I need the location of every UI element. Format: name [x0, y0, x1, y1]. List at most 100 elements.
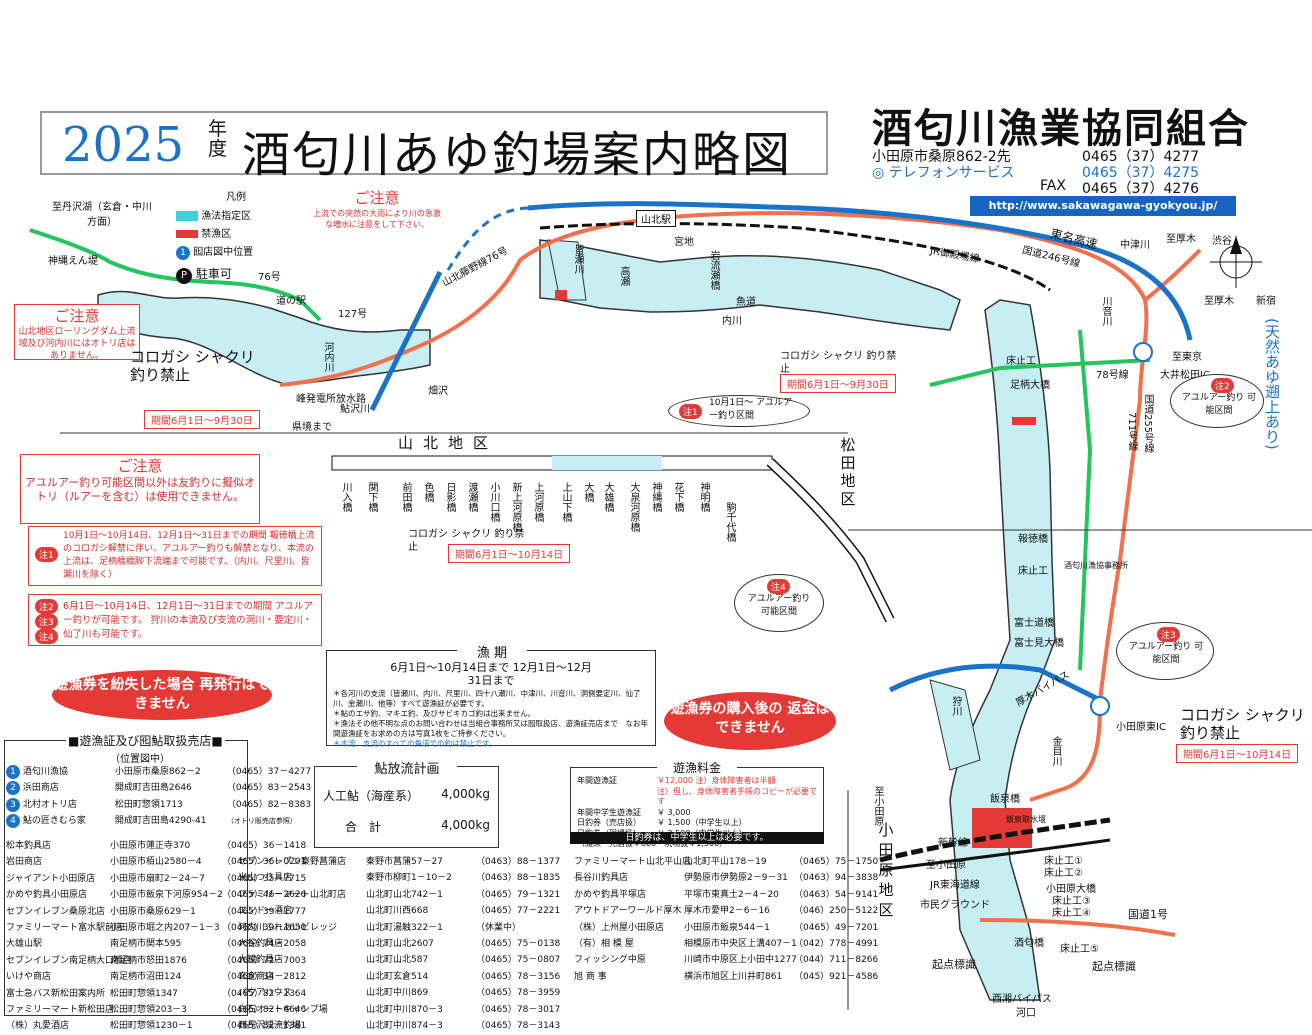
- label-atsugi: 至厚木: [1166, 234, 1196, 245]
- shops-main-list: 1 酒匂川漁協小田原市桑原862－2（0465）37－4277 2 浜田商店開成…: [6, 764, 311, 830]
- shop-tel: （0465）78－3959: [476, 988, 561, 999]
- shop-address: 小田原市飯泉544－1: [684, 922, 770, 933]
- label-jr-tokaido: JR東海道線: [930, 880, 980, 891]
- label-toko3: 床止工③: [1052, 896, 1091, 907]
- shop-row: （有）相 模 屋相模原市中央区上溝407－1（042）778－4991: [574, 936, 890, 952]
- org-url-link[interactable]: http://www.sakawagawa-gyokyou.jp/: [970, 196, 1236, 216]
- shop-tel: （0465）39－1650: [222, 923, 307, 934]
- page-title: 酒匂川あゆ釣場案内略図: [242, 127, 793, 183]
- shop-row: 長谷川釣具店伊勢原市伊勢原2－9－31（0463）94－3838: [574, 870, 890, 886]
- shop-tel: （0465）79－1321: [476, 889, 561, 900]
- shinkansen-rail: [879, 817, 1111, 863]
- shop-row: セブンイレブン南足柄大口橋店南足柄市怒田1876（0465）72－7003: [6, 953, 322, 969]
- shop-tel: （0465）34－2812: [222, 972, 307, 983]
- shop-row: ファミリーマート富水駅前店小田原市堀之内207－1－3（0465）39－1650: [6, 920, 322, 936]
- bridge-label: 大雄橋: [602, 482, 613, 512]
- shop-address: 相模原市中央区上溝407－1: [684, 939, 797, 950]
- shop-address: 山北町中川870－3: [366, 1004, 443, 1015]
- label-fujimi-bridge: 富士見大橋: [1014, 638, 1064, 649]
- green-route-3: [929, 358, 1151, 387]
- label-kariwa: 狩川: [950, 696, 961, 716]
- shop-name: 大雄山駅: [6, 939, 43, 950]
- shop-address: 山北町平山178－19: [684, 857, 767, 867]
- label-odawara-ohashi: 小田原大橋: [1046, 884, 1096, 895]
- shop-tel: （0465）82－6646: [222, 1005, 307, 1016]
- river-tributary-minase: [547, 239, 587, 301]
- shop-row: 松本釣具店小田原市蓮正寺370（0465）36－1418: [6, 838, 322, 854]
- designated-swatch: [176, 211, 198, 221]
- shop-tel: （0465）74－2058: [222, 939, 307, 950]
- label-route1: 国道1号: [1128, 908, 1168, 921]
- label-kiten-1: 起点標識: [932, 958, 976, 971]
- shop-address: 南足柄市関本595: [110, 939, 182, 950]
- shop-row: パウアハウス山北町中川869（0465）78－3959: [238, 985, 572, 1001]
- org-telservice-label: ◎ テレフォンサービス: [872, 165, 1015, 181]
- shop-tel: （0463）54－9141: [794, 889, 879, 900]
- shop-address: 山北町玄倉514: [366, 971, 429, 982]
- bridge-label: 小川口橋: [488, 482, 499, 522]
- fee-box: 遊漁料金 年間遊漁証￥12,000 注）身体障害者は半額 注）但し、身体障害者手…: [570, 759, 824, 848]
- closed-zone-1: [1012, 417, 1036, 425]
- legend-item-designated: 漁法指定区: [176, 207, 296, 222]
- korogashi-3-period: 期間6月1日～10月14日: [448, 544, 571, 563]
- shop-name: （有）相 模 屋: [574, 939, 634, 950]
- shop-address: 山北町湯触322－1: [366, 922, 443, 933]
- bridge-label: 渡瀬橋: [466, 482, 477, 512]
- shop-row: 河内川ふれあいビレッジ山北町湯触322－1（休業中）: [238, 920, 572, 936]
- shop-tel: （0465）82－1364: [222, 988, 307, 999]
- shop-row: 米山つり具店秦野市柳町1－10－2（0463）88－1835: [238, 870, 572, 886]
- label-seisho-bypass: 西湘バイパス: [992, 994, 1052, 1005]
- org-address: 小田原市桑原862-2先: [872, 149, 1011, 165]
- shop-name: 米山つり具店: [238, 873, 293, 884]
- label-tennen-ayu: (天然あゆ遡上あり): [1263, 318, 1281, 450]
- label-r255: 国道255号線: [1142, 394, 1153, 454]
- label-iizumi-intake: 飯泉取水堰: [1006, 815, 1046, 824]
- shop-tel: （0465）78－3143: [476, 1021, 561, 1032]
- shop-row: 2 浜田商店開成町吉田島2646（0465）83－2543: [6, 780, 311, 796]
- label-kenkyo: 県境まで: [292, 422, 332, 433]
- shop-number-icon: 4: [6, 814, 20, 829]
- closed-zone-3: [555, 290, 567, 300]
- bridge-label: 神明橋: [698, 482, 709, 512]
- bridge-band-river: [552, 456, 662, 470]
- shop-tel: （0465）36－1418: [222, 841, 307, 851]
- bridge-label: 日影橋: [444, 482, 455, 512]
- label-shibuya: 渋谷: [1212, 236, 1232, 247]
- shop-tel: （044）711－8266: [794, 955, 879, 966]
- fee-row: 年間中学生遊漁証￥ 3,000: [577, 807, 691, 817]
- release-row: 人工鮎（海産系） 4,000kg: [323, 787, 490, 803]
- shop-name: 旭 商 事: [574, 971, 607, 982]
- shop-number-icon: 1: [6, 765, 20, 779]
- green-route-2: [1078, 329, 1093, 671]
- shop-row: ファミリーマート新松田店松田町惣領203－3（0465）82－6646: [6, 1002, 322, 1018]
- shop-name: ジャイアント小田原店: [6, 873, 96, 884]
- caution-top: ご注意 上流での突然の大雨により川の急激な増水に注意をして下さい。: [312, 187, 442, 243]
- shop-row: いけや商店南足柄市沼田124（0465）34－2812: [6, 969, 322, 985]
- shop-row: 富士急バス新松田案内所松田町惣領1347（0465）82－1364: [6, 986, 322, 1002]
- korogashi-4-label: コロガシ シャクリ 釣り禁止: [1180, 706, 1305, 742]
- label-toko1: 床止工①: [1044, 856, 1083, 867]
- label-shinkansen: 新幹線: [938, 838, 968, 849]
- shop-name: 西丹沢渓流釣場: [238, 1021, 302, 1032]
- shop-name: ファミリーマート新松田店: [6, 1005, 115, 1016]
- fee-row: 日釣券（売店扱）￥ 1,500（中学生以上）: [577, 818, 747, 827]
- korogashi-1-label: コロガシ シャクリ 釣り禁止: [130, 348, 255, 384]
- shop-name: 富士急バス新松田案内所: [6, 988, 106, 999]
- shop-tel: （046）250－5122: [794, 906, 879, 917]
- shop-tel: （045）921－4586: [794, 971, 879, 982]
- label-hotoku-bridge: 報徳橋: [1018, 534, 1048, 545]
- shop-number-icon: 3: [6, 797, 20, 812]
- shop-address: 山北町山北742－1: [366, 889, 443, 900]
- label-michinoeki: 道の駅: [276, 296, 306, 307]
- org-fax: 0465（37）4276: [1082, 181, 1200, 197]
- shop-tel: （0465）78－3017: [476, 1004, 561, 1015]
- fishing-season-box: 漁 期 6月1日～10月14日まで 12月1日～12月31日まで ＊各河川の支流…: [326, 642, 656, 748]
- label-atsugi-2: 至厚木: [1204, 296, 1234, 307]
- shop-row: アウトドアーワールド厚木厚木市愛甲2－6－16（046）250－5122: [574, 903, 890, 919]
- org-name: 酒匂川漁業協同組合: [872, 106, 1250, 152]
- river-tributary-kariwa: [929, 679, 981, 771]
- shop-name: アウトドアーワールド厚木: [574, 906, 682, 917]
- shop-tel: （0465）75－0138: [476, 939, 561, 950]
- shop-name: 玄倉商店: [238, 971, 275, 982]
- shop-tel: （0465）39－1777: [222, 906, 307, 917]
